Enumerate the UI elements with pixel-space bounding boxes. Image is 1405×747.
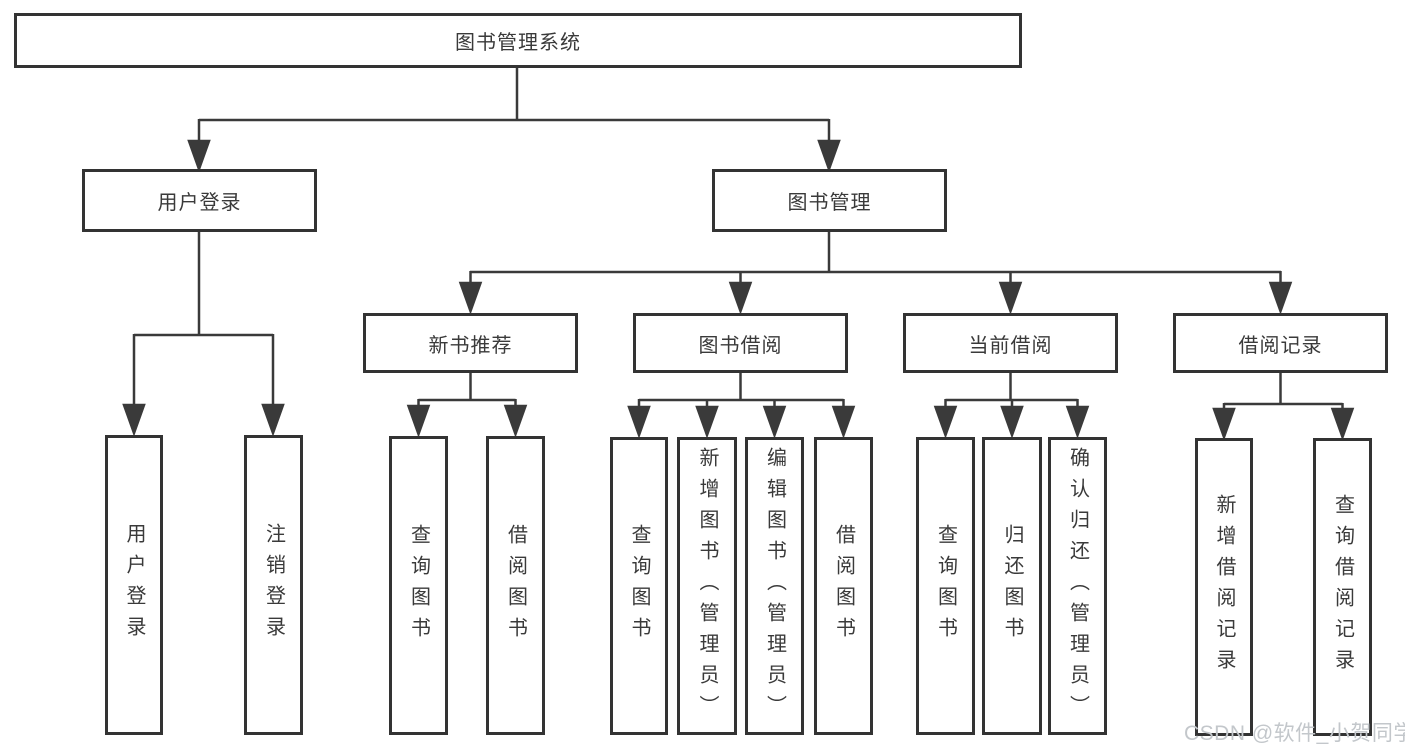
arrowhead-bb-borrow-books <box>831 405 856 439</box>
arrowhead-book-management <box>817 139 841 173</box>
node-label: 新增图书（管理员） <box>696 446 718 726</box>
arrowhead-new-book-recommend <box>458 281 483 315</box>
arrowhead-bb-query-books <box>627 405 651 439</box>
node-label: 图书借阅 <box>698 334 783 357</box>
node-label: 查询图书 <box>407 523 430 648</box>
csdn-watermark: CSDN @软件_小贺同学 <box>1184 722 1405 745</box>
arrowhead-borrowing-records <box>1268 281 1293 315</box>
leaf-cb-query-books: 查询图书 <box>916 437 975 735</box>
node-label: 注销登录 <box>262 523 285 647</box>
arrowhead-current-borrowing <box>998 281 1023 315</box>
node-new-book-recommend: 新书推荐 <box>363 313 578 373</box>
node-label: 图书管理 <box>787 192 872 214</box>
node-book-management: 图书管理 <box>712 169 947 232</box>
arrowhead-bb-add-book <box>695 405 719 439</box>
leaf-logout: 注销登录 <box>244 435 303 735</box>
node-label: 图书管理系统 <box>455 32 581 54</box>
node-label: 查询借阅记录 <box>1331 494 1354 680</box>
arrowhead-cb-return-books <box>1000 405 1024 439</box>
node-label: 用户登录 <box>123 523 145 647</box>
node-current-borrowing: 当前借阅 <box>903 313 1118 373</box>
arrowhead-nb-borrow-books <box>503 404 528 438</box>
arrowhead-br-add-record <box>1212 407 1236 441</box>
arrowhead-bb-edit-book <box>762 405 787 439</box>
node-book-borrowing: 图书借阅 <box>633 313 848 373</box>
leaf-nb-query-books: 查询图书 <box>389 436 448 735</box>
node-label: 查询图书 <box>628 524 650 648</box>
leaf-nb-borrow-books: 借阅图书 <box>486 436 545 735</box>
leaf-bb-query-books: 查询图书 <box>610 437 668 735</box>
leaf-cb-confirm-return-admin: 确认归还（管理员） <box>1048 437 1107 735</box>
node-label: 编辑图书（管理员） <box>763 446 786 726</box>
arrowhead-leaf-logout <box>261 403 285 437</box>
arrowhead-leaf-user-login <box>122 403 146 437</box>
leaf-bb-add-book-admin: 新增图书（管理员） <box>677 437 737 735</box>
leaf-cb-return-books: 归还图书 <box>982 437 1042 735</box>
leaf-bb-edit-book-admin: 编辑图书（管理员） <box>745 437 804 735</box>
leaf-user-login: 用户登录 <box>105 435 163 735</box>
node-label: 用户登录 <box>157 192 242 214</box>
node-label: 借阅图书 <box>832 524 855 648</box>
arrowhead-br-query-record <box>1330 407 1355 441</box>
node-borrowing-records: 借阅记录 <box>1173 313 1388 373</box>
arrowhead-cb-confirm-return <box>1065 405 1090 439</box>
leaf-bb-borrow-books: 借阅图书 <box>814 437 873 735</box>
arrowhead-cb-query-books <box>933 405 958 439</box>
node-label: 借阅图书 <box>504 523 527 648</box>
arrowhead-user-login <box>187 139 211 173</box>
leaf-br-add-borrow-record: 新增借阅记录 <box>1195 438 1253 736</box>
node-label: 新增借阅记录 <box>1213 494 1235 680</box>
node-book-management-system: 图书管理系统 <box>14 13 1022 68</box>
arrowhead-nb-query-books <box>406 404 431 438</box>
node-label: 查询图书 <box>934 524 957 648</box>
node-label: 归还图书 <box>1001 524 1023 648</box>
node-user-login: 用户登录 <box>82 169 317 232</box>
node-label: 新书推荐 <box>428 334 513 357</box>
leaf-br-query-borrow-record: 查询借阅记录 <box>1313 438 1372 736</box>
node-label: 当前借阅 <box>968 334 1053 357</box>
node-label: 借阅记录 <box>1238 334 1323 357</box>
node-label: 确认归还（管理员） <box>1066 446 1089 726</box>
arrowhead-book-borrowing <box>728 281 753 315</box>
